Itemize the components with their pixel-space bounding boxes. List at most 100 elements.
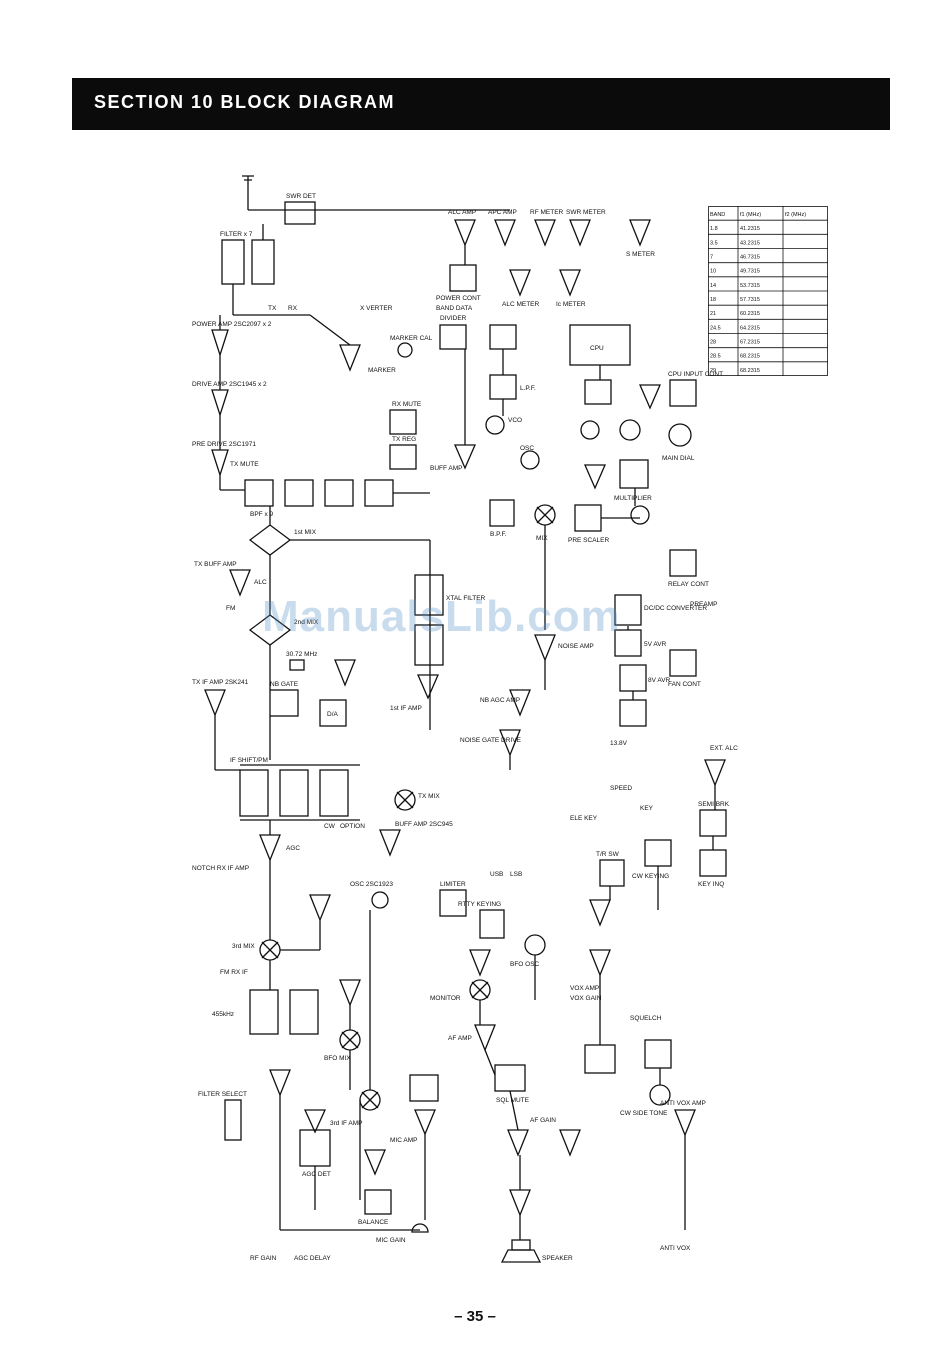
semi-brk-box (699, 809, 727, 837)
table-cell: 43.2315 (740, 240, 760, 246)
label-lpf: L.P.F. (520, 385, 536, 392)
rtty-keying-box (479, 909, 505, 939)
rf-meter-amp (534, 219, 556, 247)
label-monitor: MONITOR (430, 995, 461, 1002)
vco-mix (485, 415, 505, 435)
relay-cont-box (669, 549, 697, 577)
lpf-box (489, 374, 517, 400)
table-cell: 28 (710, 339, 716, 345)
label-rx-mute: RX MUTE (392, 401, 422, 408)
alc-amp-ext (704, 759, 726, 787)
limiter-box (439, 889, 467, 917)
bpf-box-1 (244, 479, 274, 507)
label-usb: USB (490, 871, 503, 878)
label-agc: AGC (286, 845, 300, 852)
filter-select-box (224, 1099, 242, 1141)
preamp (339, 344, 361, 372)
if-shift-filter-1 (239, 769, 269, 817)
label-s-meter: S METER (626, 251, 655, 258)
alc-amp (454, 219, 476, 247)
avr-8v-box (619, 664, 647, 692)
af-amp-1 (474, 1024, 496, 1052)
power-cont-box (449, 264, 477, 292)
table-header: BAND (710, 212, 725, 218)
table-cell: 3.5 (710, 240, 718, 246)
buff-amp-bfo (339, 979, 361, 1007)
label-bpf: BPF x 9 (250, 511, 274, 518)
tx-mix (394, 789, 416, 811)
label-multiplier: MULTIPLIER (614, 495, 652, 502)
divider-box-1 (439, 324, 467, 350)
label-3rd-mix: 3rd MIX (232, 943, 255, 950)
second-mix (248, 614, 292, 646)
mix-2 (619, 419, 641, 441)
label-455k: 455kHz (212, 1011, 234, 1018)
label-if-shift: IF SHIFT/PM (230, 757, 268, 764)
label-xtal-filter: XTAL FILTER (446, 595, 486, 602)
label-tx-mix: TX MIX (418, 793, 440, 800)
bpf-box-3 (324, 479, 354, 507)
vco-2 (580, 420, 600, 440)
label-marker-cal: MARKER CAL (390, 335, 433, 342)
label-tx-if-amp: TX IF AMP 2SK241 (192, 679, 249, 686)
table-cell: 1.8 (710, 226, 718, 232)
cw-keying-box (644, 839, 672, 867)
label-pre-scaler: PRE SCALER (568, 537, 609, 544)
noise-gate-drive (499, 729, 521, 757)
label-alc-amp: ALC AMP (448, 209, 476, 216)
bpf-box-4 (364, 479, 394, 507)
osc-2sc1923 (371, 891, 389, 909)
table-cell: 18 (710, 297, 716, 303)
label-notch: NOTCH RX IF AMP (192, 865, 249, 872)
cw-option-filter (319, 769, 349, 817)
buff-vco-2 (584, 464, 606, 490)
label-lsb: LSB (510, 871, 522, 878)
divider-box-2 (489, 324, 517, 350)
rx-mute-box (389, 409, 417, 435)
drive-amp (211, 389, 229, 418)
label-rx: RX (288, 305, 298, 312)
table-cell: 14 (710, 283, 716, 289)
label-5v-avr: 5V AVR (644, 641, 667, 648)
speaker-icon (511, 1239, 531, 1251)
label-anti-vox-amp: ANTI VOX AMP (660, 1100, 706, 1107)
table-cell: 67.2315 (740, 339, 760, 345)
label-dc-dc: DC/DC CONVERTER (644, 605, 707, 612)
label-swr-det: SWR DET (286, 193, 316, 200)
label-nb-agc-amp: NB AGC AMP (480, 697, 520, 704)
table-cell: 64.2315 (740, 325, 760, 331)
table-cell: 10 (710, 269, 716, 275)
label-filter: FILTER x 7 (220, 231, 253, 238)
pre-scaler-box (574, 504, 602, 532)
label-ext-alc: EXT. ALC (710, 745, 738, 752)
label-sql-mute: SQL MUTE (496, 1097, 530, 1104)
label-cpu: CPU (590, 345, 604, 352)
label-osc: OSC 2SC1923 (350, 881, 393, 888)
main-dial (668, 423, 692, 447)
label-drive-amp: DRIVE AMP 2SC1945 x 2 (192, 381, 267, 388)
table-header: f2 (MHz) (785, 212, 806, 218)
buff-amp-455 (269, 1069, 291, 1097)
balance-box (364, 1189, 392, 1215)
table-cell: 24.5 (710, 325, 721, 331)
label-fan-cont: FAN CONT (668, 681, 701, 688)
table-header: f1 (MHz) (740, 212, 761, 218)
antenna-icon (242, 175, 254, 194)
table-cell: 53.7315 (740, 283, 760, 289)
first-mix (248, 524, 292, 556)
avr-8v-box-2 (619, 699, 647, 727)
label-fm: FM (226, 605, 235, 612)
page-number: – 35 – (454, 1308, 496, 1325)
label-nb-gate: NB GATE (270, 681, 299, 688)
label-fm-rx-if: FM RX IF (220, 969, 248, 976)
label-bfo-mix: BFO MIX (324, 1055, 351, 1062)
fan-cont-box (669, 649, 697, 677)
mic-amp-1 (364, 1149, 386, 1176)
label-balance: BALANCE (358, 1219, 389, 1226)
label-marker: MARKER (368, 367, 396, 374)
side-tone-box (644, 1039, 672, 1069)
label-power-cont: POWER CONT (436, 295, 481, 302)
label-squelch: SQUELCH (630, 1015, 662, 1022)
bpf-box-2 (284, 479, 314, 507)
label-xverter: X VERTER (360, 305, 393, 312)
